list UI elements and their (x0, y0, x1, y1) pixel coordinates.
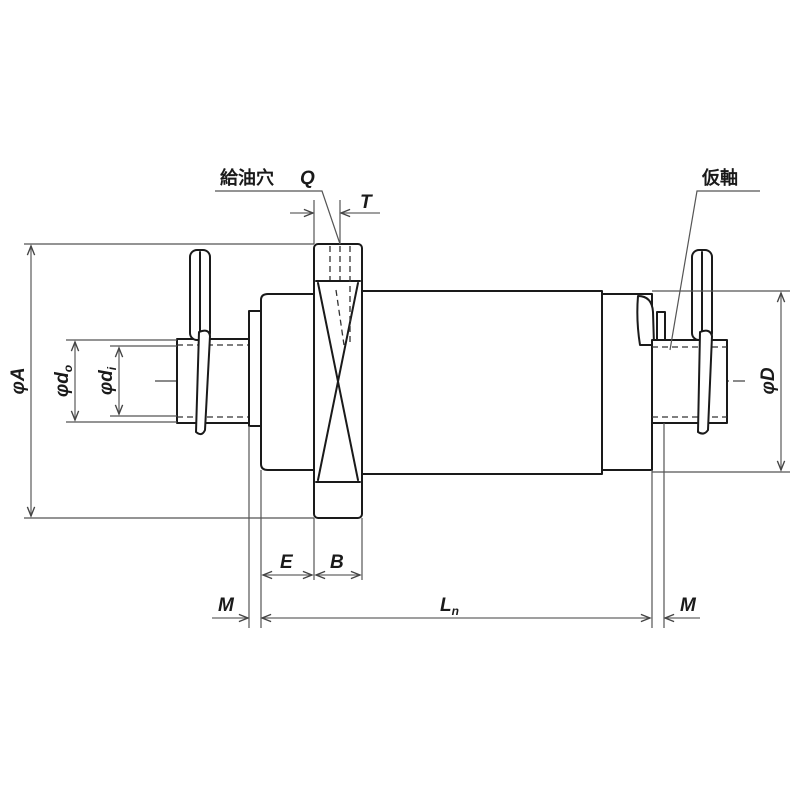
dim-label-ln: Ln (440, 595, 459, 618)
svg-text:φA: φA (8, 367, 29, 394)
right-collar (601, 293, 666, 471)
dim-label-b: B (330, 552, 344, 573)
main-body (361, 290, 603, 475)
svg-text:φD: φD (758, 367, 779, 394)
oil-hole-label: 給油穴 (220, 167, 274, 189)
left-spring-pin (189, 249, 211, 436)
oil-hole-symbol: Q (300, 168, 315, 189)
bearing-nut (313, 243, 363, 519)
svg-text:φdi: φdi (96, 366, 119, 395)
left-flange (248, 293, 316, 471)
leader-lines (215, 190, 760, 351)
dim-label-phi-d: φD (758, 367, 779, 394)
dim-label-m-left: M (218, 595, 235, 616)
dim-label-phi-a: φA (8, 367, 29, 394)
dim-label-phi-di: φdi (96, 366, 119, 395)
dim-label-e: E (280, 552, 294, 573)
right-spring-pin (691, 249, 713, 435)
dim-label-phi-do: φdo (52, 365, 75, 397)
dim-label-t: T (360, 192, 373, 213)
dim-label-m-right: M (680, 595, 697, 616)
dimension-lines (31, 213, 781, 618)
svg-text:φdo: φdo (52, 365, 75, 397)
right-shaft-end (651, 339, 728, 424)
left-shaft-end (176, 338, 261, 424)
extension-lines (24, 200, 790, 628)
temp-shaft-label: 仮軸 (701, 167, 738, 189)
